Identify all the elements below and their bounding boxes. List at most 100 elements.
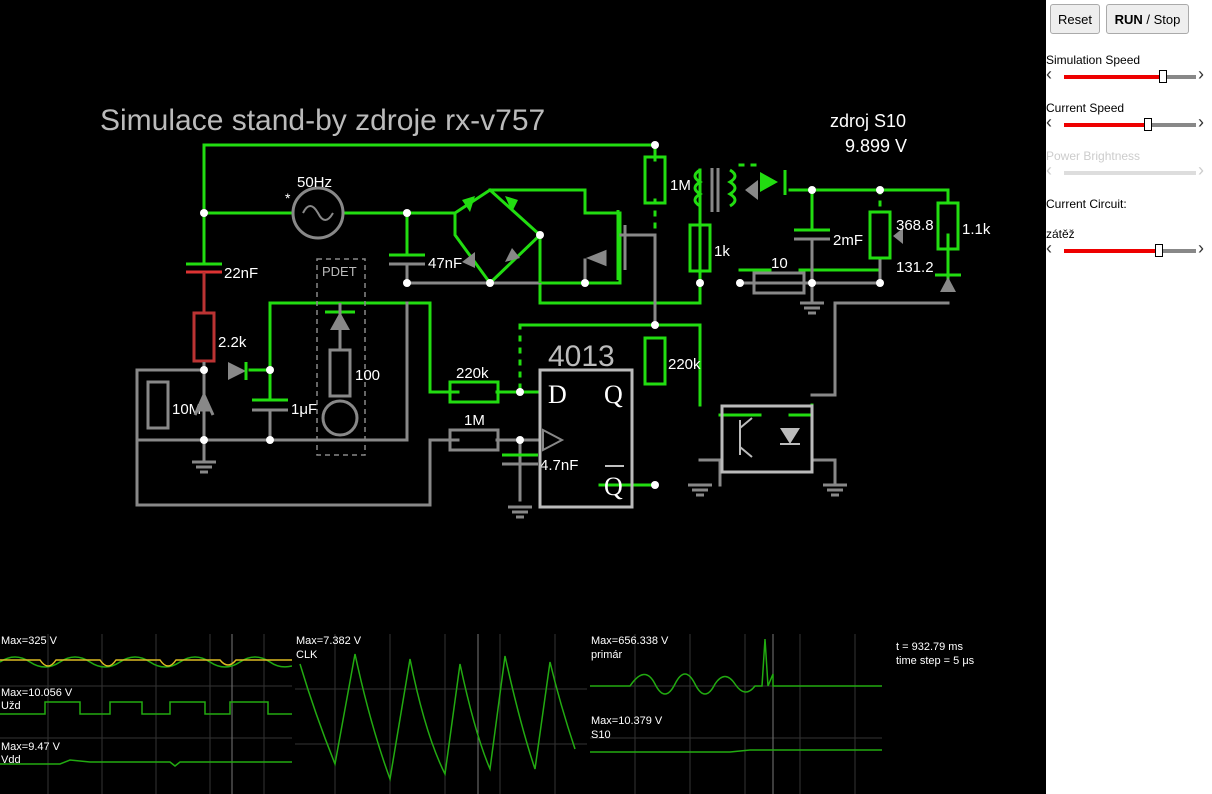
circuit-element-name: zátěž [1046, 227, 1075, 241]
time-value: t = 932.79 ms [896, 641, 963, 653]
sim-speed-left-arrow-icon[interactable]: ‹ [1046, 64, 1052, 84]
ac-source[interactable] [291, 186, 345, 240]
node-dots [200, 141, 884, 444]
sim-speed-thumb[interactable] [1159, 70, 1167, 83]
r131-label: 131.2 [896, 259, 934, 276]
resistor-1k1[interactable] [936, 201, 960, 251]
run-label: RUN [1114, 11, 1143, 27]
ground-right-top [800, 301, 824, 315]
pdet-source[interactable] [321, 399, 359, 437]
resistor-1k[interactable] [688, 223, 712, 273]
reset-button[interactable]: Reset [1050, 4, 1100, 34]
ground-mid [508, 505, 532, 519]
r368-label: 368.8 [896, 217, 934, 234]
ic-4013[interactable] [538, 368, 634, 509]
capacitor-4n7[interactable] [502, 453, 538, 466]
circuit-drawing[interactable]: Simulace stand-by zdroje rx-v757 zdroj S… [0, 0, 1046, 634]
scope-1-max: Max=325 V [1, 635, 57, 647]
resistor-220k-left[interactable] [448, 380, 500, 404]
zener-right[interactable] [935, 273, 961, 292]
resistor-220k-right[interactable] [643, 336, 667, 386]
resistor-10[interactable] [752, 271, 806, 295]
mosfet[interactable] [585, 210, 627, 280]
pdet-label: PDET [322, 264, 357, 279]
scope-column-3[interactable]: Max=656.338 V primár Max=10.379 V S10 [590, 634, 882, 794]
scope-column-1[interactable]: Max=325 V Max=10.056 V Užd Max=9.47 V Vd… [0, 634, 292, 794]
c2m-label: 2mF [833, 232, 863, 249]
diode-left[interactable] [228, 362, 248, 380]
scope-1-plot [0, 634, 292, 794]
ic-label: 4013 [548, 340, 615, 373]
control-panel: Reset RUN / Stop Simulation Speed ‹ › Cu… [1046, 0, 1212, 794]
r10m-label: 10M [172, 401, 201, 418]
cur-speed-slider[interactable]: ‹ › [1046, 112, 1204, 132]
sim-speed-label: Simulation Speed [1046, 53, 1141, 67]
circuit-title: Simulace stand-by zdroje rx-v757 [100, 104, 545, 137]
ic-qbar-terminal[interactable] [651, 481, 659, 489]
ic-pin-d: D [548, 380, 567, 409]
capacitor-1uf[interactable] [252, 398, 288, 440]
element-left-arrow-icon[interactable]: ‹ [1046, 238, 1052, 258]
r2k2-label: 2.2k [218, 334, 247, 351]
resistor-10m[interactable] [146, 380, 170, 430]
potentiometer[interactable] [868, 210, 892, 260]
scope-3-name: Vdd [1, 754, 21, 766]
resistor-100[interactable] [328, 348, 352, 398]
source-freq-label: 50Hz [297, 174, 332, 191]
pdet-group[interactable] [316, 258, 366, 456]
r10-label: 10 [771, 255, 788, 272]
scope-column-2[interactable]: Max=7.382 V CLK ⚙ [295, 634, 617, 794]
power-left-arrow-icon[interactable]: ‹ [1046, 160, 1052, 180]
resistor-1m-left[interactable] [448, 428, 500, 452]
r100-label: 100 [355, 367, 380, 384]
c22n-label: 22nF [224, 265, 258, 282]
current-circuit-label: Current Circuit: [1046, 197, 1127, 211]
source-polarity-mark: * [285, 190, 291, 206]
scope-3-max: Max=9.47 V [1, 741, 61, 753]
scope-4-max: Max=7.382 V [296, 635, 362, 647]
scope-6-name: S10 [591, 729, 611, 741]
sim-speed-slider[interactable]: ‹ › [1046, 64, 1204, 84]
r220k-left-label: 220k [456, 365, 489, 382]
cur-speed-thumb[interactable] [1144, 118, 1153, 131]
scope-primar-plot [590, 634, 882, 794]
stop-label: / Stop [1142, 11, 1181, 27]
element-right-arrow-icon[interactable]: › [1198, 238, 1204, 258]
pdet-zener[interactable] [325, 303, 355, 350]
bridge-rectifier[interactable] [453, 188, 543, 286]
r1k1-label: 1.1k [962, 221, 991, 238]
scope-panel[interactable]: Max=325 V Max=10.056 V Užd Max=9.47 V Vd… [0, 634, 1046, 794]
resistor-1m-top[interactable] [643, 155, 667, 205]
transformer[interactable] [693, 168, 737, 212]
scope-2-name: Užd [1, 700, 21, 712]
scope-clk-plot [295, 634, 587, 794]
ic-clock-icon [542, 428, 565, 452]
ic-pin-qbar: Q [604, 472, 623, 501]
c47n-label: 47nF [428, 255, 462, 272]
scope-5-name: primár [591, 649, 623, 661]
power-brightness-slider[interactable]: ‹ › [1046, 160, 1204, 180]
capacitor-47nf[interactable] [389, 253, 425, 283]
element-thumb[interactable] [1155, 244, 1164, 257]
r1m-top-label: 1M [670, 177, 691, 194]
sim-speed-right-arrow-icon[interactable]: › [1198, 64, 1204, 84]
probe-label: zdroj S10 [830, 111, 906, 131]
capacitor-2mf[interactable] [794, 228, 830, 283]
power-brightness-label: Power Brightness [1046, 149, 1141, 163]
cur-speed-left-arrow-icon[interactable]: ‹ [1046, 112, 1052, 132]
run-stop-button[interactable]: RUN / Stop [1106, 4, 1189, 34]
scope-6-max: Max=10.379 V [591, 715, 663, 727]
time-info: t = 932.79 ms time step = 5 μs [896, 640, 974, 668]
ic-pin-q: Q [604, 380, 623, 409]
optocoupler[interactable] [720, 404, 814, 474]
time-step: time step = 5 μs [896, 655, 975, 667]
output-diodes[interactable] [745, 170, 787, 200]
cur-speed-right-arrow-icon[interactable]: › [1198, 112, 1204, 132]
scope-4-name: CLK [296, 649, 318, 661]
resistor-2k2[interactable] [192, 311, 216, 370]
circuit-element-slider[interactable]: ‹ › [1046, 238, 1204, 258]
capacitor-22nf[interactable] [186, 262, 222, 312]
c4n7-label: 4.7nF [540, 457, 578, 474]
circuit-canvas[interactable]: Simulace stand-by zdroje rx-v757 zdroj S… [0, 0, 1046, 634]
power-right-arrow-icon[interactable]: › [1198, 160, 1204, 180]
